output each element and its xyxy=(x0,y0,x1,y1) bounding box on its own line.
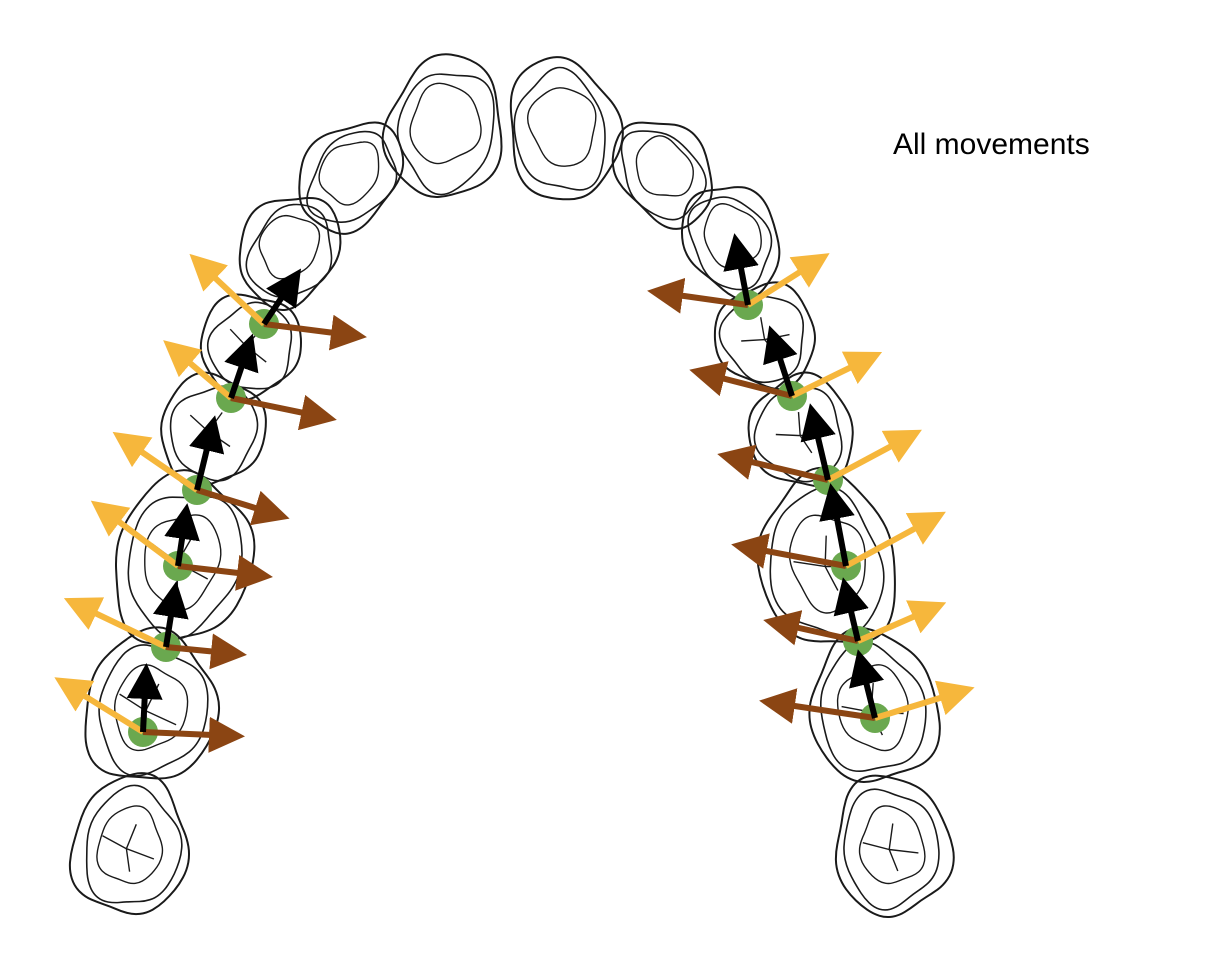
movement-marker xyxy=(72,590,238,662)
tooth-left-central-incisor xyxy=(383,54,502,197)
buccal-arrow xyxy=(98,506,178,566)
buccal-arrow xyxy=(748,258,822,305)
tooth-outline xyxy=(511,57,623,199)
lingual-arrow xyxy=(740,546,846,566)
tooth-inner-outline xyxy=(87,785,182,902)
tooth-outline xyxy=(383,54,502,197)
lingual-arrow xyxy=(231,398,328,418)
tooth-outline xyxy=(240,198,341,310)
lingual-arrow xyxy=(698,372,792,396)
tooth-outline xyxy=(836,776,954,917)
tooth-left-canine xyxy=(240,198,341,310)
movement-marker xyxy=(170,342,328,418)
diagram-title: All movements xyxy=(893,128,1090,162)
tooth-left-third-molar xyxy=(70,773,189,914)
movement-marker xyxy=(98,506,264,581)
tooth-incisal-outline xyxy=(410,83,481,163)
tooth-inner-outline xyxy=(398,74,494,194)
tooth-cusp-outline xyxy=(97,806,163,883)
tooth-groove xyxy=(103,824,154,871)
tooth-outline xyxy=(299,122,403,233)
tooth-inner-outline xyxy=(688,197,771,290)
buccal-arrow xyxy=(170,346,231,398)
lingual-arrow xyxy=(143,732,236,736)
tooth-right-central-incisor xyxy=(511,57,623,199)
movement-marker xyxy=(120,424,281,516)
tooth-right-lateral-incisor xyxy=(613,123,712,229)
tooth-incisal-outline xyxy=(636,136,693,196)
movement-marker xyxy=(62,672,236,747)
tooth-groove xyxy=(741,317,789,355)
buccal-arrow xyxy=(875,690,966,718)
lingual-arrow xyxy=(197,490,281,516)
tooth-right-third-molar xyxy=(836,776,954,917)
movement-marker xyxy=(698,334,874,411)
tooth-incisal-outline xyxy=(704,204,761,268)
lingual-arrow xyxy=(264,324,358,336)
tooth-groove xyxy=(863,824,919,872)
lingual-arrow xyxy=(726,456,828,480)
tooth-outline xyxy=(682,187,779,299)
buccal-arrow xyxy=(846,516,938,566)
tooth-outline xyxy=(613,123,712,229)
tooth-incisal-outline xyxy=(259,216,319,279)
tooth-incisal-outline xyxy=(528,88,596,166)
tooth-left-lateral-incisor xyxy=(299,122,403,233)
tooth-right-canine xyxy=(682,187,779,299)
tooth-incisal-outline xyxy=(319,142,379,205)
tooth-inner-outline xyxy=(514,68,605,190)
mesial-arrow xyxy=(143,672,146,732)
buccal-arrow xyxy=(858,606,938,641)
